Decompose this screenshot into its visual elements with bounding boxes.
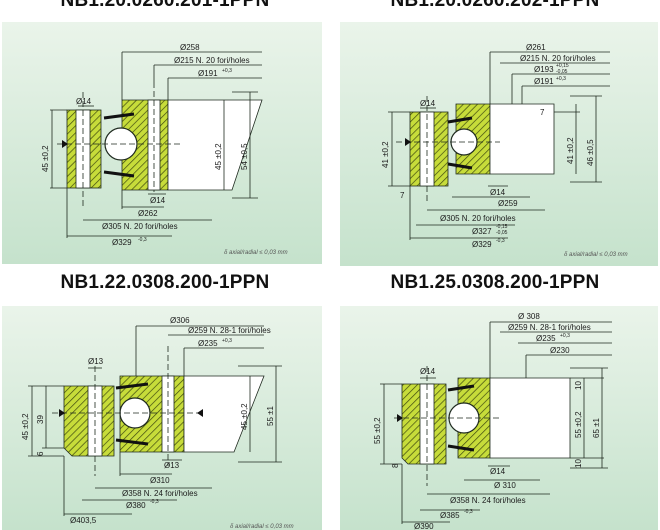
dim-outer-bottom: Ø403,5 bbox=[70, 516, 97, 525]
dim-holes-top: Ø215 N. 20 fori/holes bbox=[520, 54, 596, 63]
panel-4-svg: Ø 308 Ø259 N. 28-1 fori/holes Ø235 +0,3 … bbox=[340, 306, 658, 530]
dim-hole-top: Ø14 bbox=[76, 97, 92, 106]
dim-hole-bottom: Ø14 bbox=[490, 467, 506, 476]
dim-inner-d: Ø235 bbox=[536, 334, 556, 343]
dim-hole-top: Ø14 bbox=[420, 99, 436, 108]
dim-h-total: 46 ±0,5 bbox=[586, 139, 595, 166]
dim-outer-d2-tol-up: -0,15 bbox=[496, 224, 508, 230]
bore-area bbox=[167, 99, 263, 191]
dim-hole-bottom: Ø13 bbox=[164, 461, 180, 470]
tolerance-note: δ axial/radial ≤ 0,03 mm bbox=[224, 250, 288, 256]
seal-top bbox=[115, 382, 149, 390]
dim-outer-d2: Ø385 bbox=[440, 511, 460, 520]
dim-inner-tol: +0,3 bbox=[222, 68, 232, 74]
dim-holes-bottom: Ø305 N. 20 fori/holes bbox=[102, 222, 178, 231]
bore-area bbox=[489, 103, 555, 175]
dim-outer-d2-tol-dn: -0,05 bbox=[496, 230, 508, 236]
dim-outer-d: Ø306 bbox=[170, 316, 190, 325]
dim-pitch-mid: Ø262 bbox=[138, 209, 158, 218]
dim-h-right: 45 ±0,2 bbox=[214, 143, 223, 170]
dim-inner-d: Ø193 bbox=[534, 65, 554, 74]
dim-holes-bottom: Ø358 N. 24 fori/holes bbox=[122, 489, 198, 498]
dim-inner-d: Ø191 bbox=[198, 69, 218, 78]
dim-step-top: 10 bbox=[574, 381, 583, 390]
dim-h-left: 41 ±0,2 bbox=[381, 141, 390, 168]
dim-inner-d2: Ø230 bbox=[550, 346, 570, 355]
dim-inner-tol: +0,3 bbox=[222, 338, 232, 344]
dim-outer-d: Ø258 bbox=[180, 43, 200, 52]
dim-inner-tol2: +0,3 bbox=[556, 76, 566, 82]
seal-bottom bbox=[447, 162, 473, 170]
dim-pitch-mid: Ø259 bbox=[498, 199, 518, 208]
seal-top bbox=[447, 116, 473, 124]
dim-outer-d2: Ø327 bbox=[472, 227, 492, 236]
dim-hole-top: Ø14 bbox=[420, 367, 436, 376]
dim-hole-bottom: Ø14 bbox=[490, 188, 506, 197]
dim-step-left: 7 bbox=[400, 191, 405, 200]
dim-inner-d2: Ø191 bbox=[534, 77, 554, 86]
dim-pitch-mid: Ø 310 bbox=[494, 481, 516, 490]
dim-outer-bottom: Ø390 bbox=[414, 522, 434, 530]
dim-outer-bottom-tol: -0,3 bbox=[138, 237, 147, 243]
dim-h-total: 54 ±0,5 bbox=[240, 143, 249, 170]
seal-top bbox=[103, 112, 135, 120]
seal-bottom bbox=[103, 170, 135, 178]
seal-top bbox=[447, 384, 475, 392]
dim-h-total: 55 ±1 bbox=[266, 405, 275, 426]
panel-2-drawing: Ø261 Ø215 N. 20 fori/holes Ø193 +0,15 -0… bbox=[340, 22, 658, 266]
dim-holes-top: Ø215 N. 20 fori/holes bbox=[174, 56, 250, 65]
tolerance-note: δ axial/radial ≤ 0,03 mm bbox=[564, 252, 628, 258]
panel-4-drawing: Ø 308 Ø259 N. 28-1 fori/holes Ø235 +0,3 … bbox=[340, 306, 658, 530]
panel-1-svg: Ø258 Ø215 N. 20 fori/holes Ø191 +0,3 Ø14… bbox=[2, 22, 322, 264]
dim-inner-tol-up: +0,15 bbox=[556, 63, 569, 69]
dim-holes-top: Ø259 N. 28-1 fori/holes bbox=[508, 323, 591, 332]
dim-outer-d: Ø 308 bbox=[518, 312, 540, 321]
dim-h-right: 45 ±0,2 bbox=[240, 403, 249, 430]
dim-holes-bottom: Ø358 N. 24 fori/holes bbox=[450, 496, 526, 505]
dim-h-right: 41 ±0,2 bbox=[566, 137, 575, 164]
dim-inner-tol-dn: -0,05 bbox=[556, 69, 568, 75]
dim-holes-top: Ø259 N. 28-1 fori/holes bbox=[188, 326, 271, 335]
dim-h-left: 55 ±0,2 bbox=[373, 417, 382, 444]
panel-1-title: NB1.20.0260.201-1PPN bbox=[60, 0, 270, 11]
panel-3-title: NB1.22.0308.200-1PPN bbox=[60, 272, 270, 293]
dim-hole-top: Ø13 bbox=[88, 357, 104, 366]
dim-h-left2: 39 bbox=[36, 415, 45, 424]
panel-4-title: NB1.25.0308.200-1PPN bbox=[390, 272, 600, 293]
dim-outer-d2-tol: -0,3 bbox=[150, 499, 159, 505]
dim-step-left: 8 bbox=[391, 463, 400, 468]
dim-outer-bottom: Ø329 bbox=[472, 240, 492, 249]
seal-bottom bbox=[447, 444, 475, 452]
dim-outer-d: Ø261 bbox=[526, 43, 546, 52]
bore-area bbox=[183, 375, 265, 453]
dim-step-right: 7 bbox=[540, 108, 545, 117]
dim-outer-d2-tol: -0,3 bbox=[464, 509, 473, 515]
panel-3-svg: Ø306 Ø259 N. 28-1 fori/holes Ø235 +0,3 Ø… bbox=[2, 306, 322, 530]
dim-step: 6 bbox=[36, 451, 45, 456]
dim-hole-bottom: Ø14 bbox=[150, 196, 166, 205]
panel-1-drawing: Ø258 Ø215 N. 20 fori/holes Ø191 +0,3 Ø14… bbox=[2, 22, 322, 264]
dim-h-left: 45 ±0,2 bbox=[41, 145, 50, 172]
panel-2-title: NB1.20.0260.202-1PPN bbox=[390, 0, 600, 11]
panel-3-drawing: Ø306 Ø259 N. 28-1 fori/holes Ø235 +0,3 Ø… bbox=[2, 306, 322, 530]
dim-inner-d: Ø235 bbox=[198, 339, 218, 348]
dim-h-total: 65 ±1 bbox=[592, 417, 601, 438]
dim-outer-bottom-tol: -0,3 bbox=[496, 238, 505, 244]
seal-bottom bbox=[115, 438, 149, 446]
dim-outer-d2: Ø380 bbox=[126, 501, 146, 510]
dim-holes-bottom: Ø305 N. 20 fori/holes bbox=[440, 214, 516, 223]
dim-step-bottom: 10 bbox=[574, 459, 583, 468]
dim-outer-bottom: Ø329 bbox=[112, 238, 132, 247]
dim-inner-tol: +0,3 bbox=[560, 333, 570, 339]
tolerance-note: δ axial/radial ≤ 0,03 mm bbox=[230, 524, 294, 530]
dim-pitch-mid: Ø310 bbox=[150, 476, 170, 485]
panel-2-svg: Ø261 Ø215 N. 20 fori/holes Ø193 +0,15 -0… bbox=[340, 22, 658, 266]
dim-h-right: 55 ±0,2 bbox=[574, 411, 583, 438]
dim-h-left: 45 ±0,2 bbox=[21, 413, 30, 440]
bore-area bbox=[489, 377, 571, 459]
